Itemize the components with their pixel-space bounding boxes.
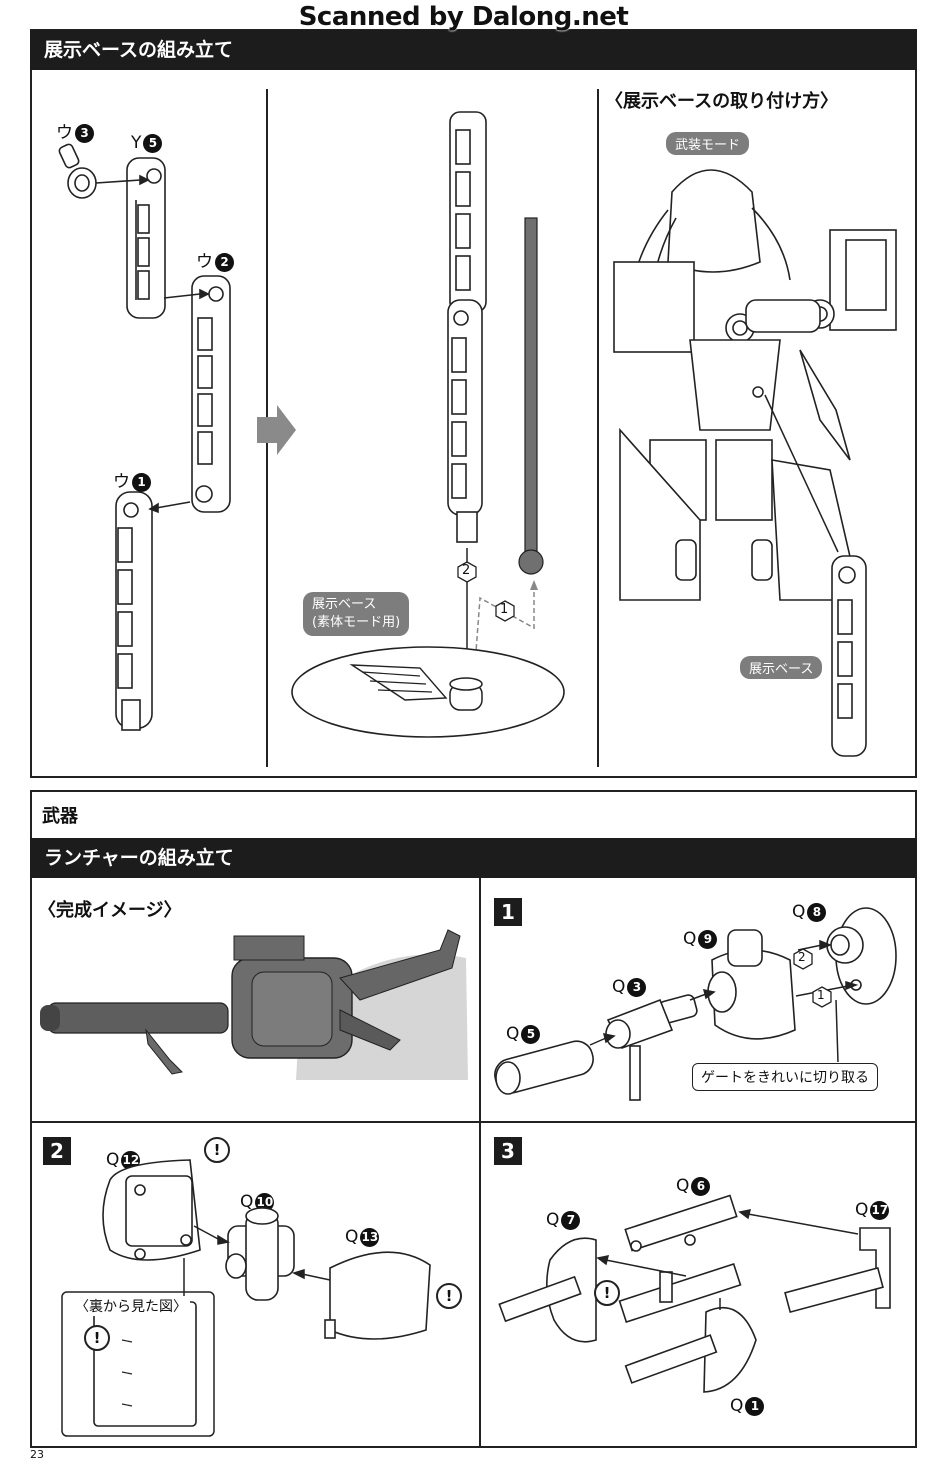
armed-mode-label: 武装モード [666,132,750,155]
launcher-header: ランチャーの組み立て [30,838,917,878]
display-base-label: 展示ベース [740,656,823,679]
order-1-label: 1 [817,988,825,1002]
divider [30,1121,917,1123]
divider [597,89,599,767]
order-2-label: 2 [798,950,806,964]
page-number: 23 [30,1448,44,1461]
weapon-category: 武器 [42,806,78,827]
divider [479,878,481,1448]
gate-cut-note: ゲートをきれいに切り取る [692,1063,878,1091]
order-2-label: 2 [462,563,471,578]
display-base-label: 展示ベース(素体モード用) [303,592,410,636]
order-1-label: 1 [500,602,509,617]
back-view-title: 〈裏から見た図〉 [72,1296,190,1316]
warning-icon: ! [436,1283,462,1309]
step-1-badge: 1 [494,898,522,926]
warning-icon: ! [204,1137,230,1163]
mount-title: 〈展示ベースの取り付け方〉 [605,91,839,112]
completed-image-title: 〈完成イメージ〉 [38,900,182,921]
step-2-badge: 2 [43,1137,71,1165]
next-arrow-icon [257,405,296,455]
watermark: Scanned by Dalong.net [298,2,629,32]
warning-icon: ! [594,1280,620,1306]
step-3-badge: 3 [494,1137,522,1165]
warning-icon: ! [84,1325,110,1351]
display-base-header: 展示ベースの組み立て [30,30,917,70]
